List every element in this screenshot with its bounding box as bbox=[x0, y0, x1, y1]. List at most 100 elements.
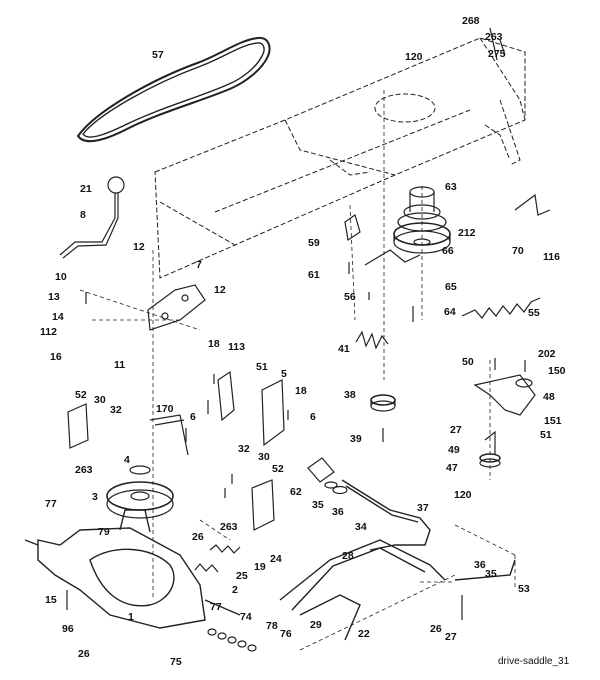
spacer-62 bbox=[307, 457, 348, 495]
part-label-51: 51 bbox=[256, 361, 268, 373]
part-label-64: 64 bbox=[444, 306, 456, 318]
part-label-30: 30 bbox=[94, 394, 106, 406]
part-label-202: 202 bbox=[538, 348, 556, 360]
part-label-62: 62 bbox=[290, 486, 302, 498]
lift-lever bbox=[59, 176, 125, 259]
part-label-35: 35 bbox=[485, 568, 497, 580]
part-label-5: 5 bbox=[281, 368, 287, 380]
part-label-39: 39 bbox=[350, 433, 362, 445]
idler-bracket bbox=[473, 374, 536, 468]
bolts bbox=[66, 262, 526, 620]
part-label-51: 51 bbox=[540, 429, 552, 441]
rod-170 bbox=[149, 414, 189, 456]
part-label-48: 48 bbox=[543, 391, 555, 403]
part-label-49: 49 bbox=[448, 444, 460, 456]
part-label-30: 30 bbox=[258, 451, 270, 463]
part-label-57: 57 bbox=[152, 49, 164, 61]
bracket-7 bbox=[147, 284, 206, 331]
part-label-116: 116 bbox=[543, 251, 560, 263]
part-label-34: 34 bbox=[355, 521, 367, 533]
part-label-37: 37 bbox=[417, 502, 429, 514]
part-label-78: 78 bbox=[266, 620, 278, 632]
spring-41 bbox=[355, 330, 389, 350]
spring-2 bbox=[194, 563, 219, 573]
part-label-27: 27 bbox=[445, 631, 457, 643]
part-label-120: 120 bbox=[454, 489, 472, 501]
part-label-61: 61 bbox=[308, 269, 320, 281]
part-label-26: 26 bbox=[430, 623, 442, 635]
bracket-113 bbox=[217, 370, 285, 447]
spring-55 bbox=[461, 297, 541, 319]
part-label-36: 36 bbox=[332, 506, 344, 518]
part-label-2: 2 bbox=[232, 584, 238, 596]
part-label-35: 35 bbox=[312, 499, 324, 511]
part-label-12: 12 bbox=[133, 241, 145, 253]
part-label-8: 8 bbox=[80, 209, 86, 221]
part-label-25: 25 bbox=[236, 570, 248, 582]
part-label-112: 112 bbox=[40, 326, 57, 338]
part-label-113: 113 bbox=[228, 341, 245, 353]
part-label-38: 38 bbox=[344, 389, 356, 401]
part-label-75: 75 bbox=[170, 656, 182, 668]
transmission-pulley bbox=[106, 465, 174, 519]
part-label-32: 32 bbox=[110, 404, 122, 416]
part-label-29: 29 bbox=[310, 619, 322, 631]
part-label-41: 41 bbox=[338, 343, 350, 355]
clip-59 bbox=[344, 214, 361, 242]
part-label-59: 59 bbox=[308, 237, 320, 249]
part-label-263: 263 bbox=[75, 464, 93, 476]
bracket-52 bbox=[67, 403, 275, 531]
part-label-16: 16 bbox=[50, 351, 62, 363]
part-label-65: 65 bbox=[445, 281, 457, 293]
control-rods bbox=[279, 479, 516, 641]
part-label-11: 11 bbox=[114, 359, 125, 371]
part-label-77: 77 bbox=[210, 601, 222, 613]
transmission bbox=[24, 509, 241, 629]
part-label-55: 55 bbox=[528, 307, 540, 319]
part-label-66: 66 bbox=[442, 245, 454, 257]
part-label-79: 79 bbox=[98, 526, 110, 538]
part-label-6: 6 bbox=[190, 411, 196, 423]
part-label-18: 18 bbox=[295, 385, 307, 397]
part-label-13: 13 bbox=[48, 291, 60, 303]
part-label-76: 76 bbox=[280, 628, 292, 640]
part-label-70: 70 bbox=[512, 245, 524, 257]
part-label-1: 1 bbox=[128, 611, 134, 623]
part-label-96: 96 bbox=[62, 623, 74, 635]
part-label-47: 47 bbox=[446, 462, 458, 474]
part-label-27: 27 bbox=[450, 424, 462, 436]
part-label-63: 63 bbox=[445, 181, 457, 193]
part-label-14: 14 bbox=[52, 311, 64, 323]
part-label-4: 4 bbox=[124, 454, 130, 466]
part-label-6: 6 bbox=[310, 411, 316, 423]
part-label-21: 21 bbox=[80, 183, 92, 195]
part-label-36: 36 bbox=[474, 559, 486, 571]
part-label-74: 74 bbox=[240, 611, 252, 623]
part-label-275: 275 bbox=[488, 48, 506, 60]
part-label-26: 26 bbox=[192, 531, 204, 543]
part-label-77: 77 bbox=[45, 498, 57, 510]
part-label-150: 150 bbox=[548, 365, 566, 377]
part-label-53: 53 bbox=[518, 583, 530, 595]
part-label-268: 268 bbox=[462, 15, 480, 27]
part-label-12: 12 bbox=[214, 284, 226, 296]
frame bbox=[154, 37, 526, 279]
part-label-3: 3 bbox=[92, 491, 98, 503]
part-label-151: 151 bbox=[544, 415, 562, 427]
part-label-56: 56 bbox=[344, 291, 356, 303]
part-label-26: 26 bbox=[78, 648, 90, 660]
spring-26 bbox=[209, 544, 241, 554]
part-label-263: 263 bbox=[220, 521, 238, 533]
part-label-120: 120 bbox=[405, 51, 423, 63]
part-label-28: 28 bbox=[342, 550, 354, 562]
part-label-24: 24 bbox=[270, 553, 282, 565]
part-label-15: 15 bbox=[45, 594, 57, 606]
part-label-52: 52 bbox=[272, 463, 284, 475]
part-label-50: 50 bbox=[462, 356, 474, 368]
rod-70 bbox=[514, 193, 551, 216]
rod-66 bbox=[364, 249, 421, 266]
leader-lines bbox=[79, 90, 516, 651]
washers-75 bbox=[207, 628, 257, 652]
